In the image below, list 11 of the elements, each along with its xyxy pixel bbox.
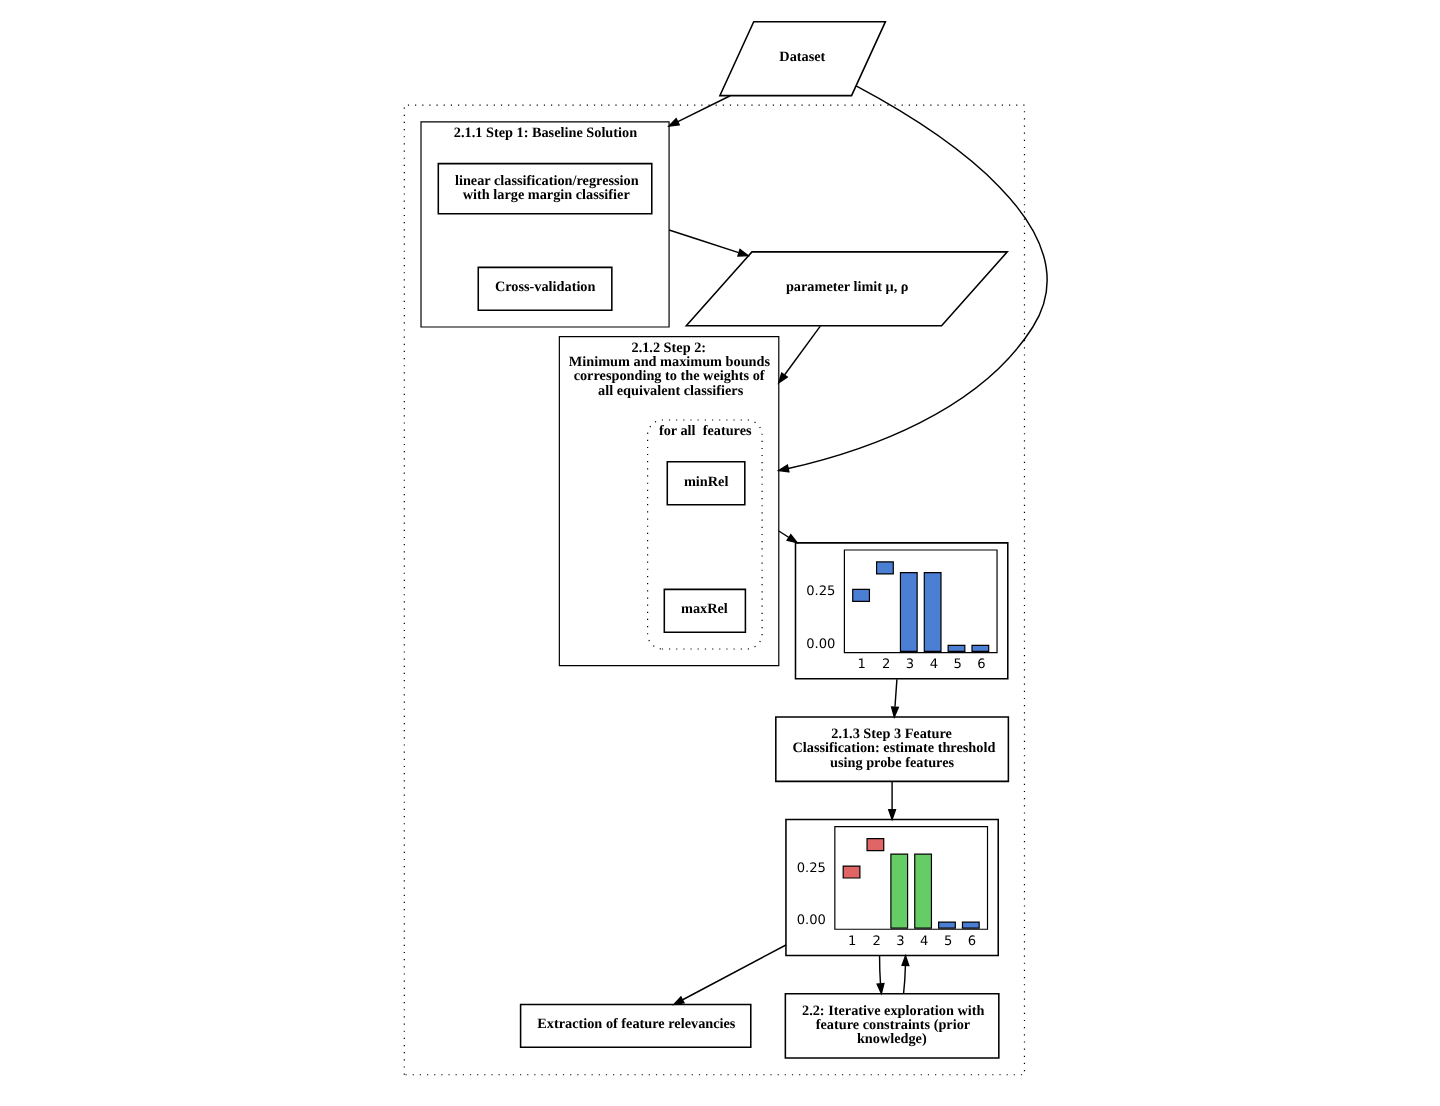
arrow xyxy=(889,678,899,719)
arrow xyxy=(875,955,884,996)
arrow xyxy=(667,229,750,257)
cluster xyxy=(402,104,1025,1076)
arrow xyxy=(886,780,896,822)
arrow xyxy=(900,953,909,995)
arrow xyxy=(671,944,786,1006)
arrow xyxy=(777,530,798,544)
arrow xyxy=(776,325,821,385)
arrow xyxy=(775,85,1047,473)
arrow xyxy=(666,95,730,127)
